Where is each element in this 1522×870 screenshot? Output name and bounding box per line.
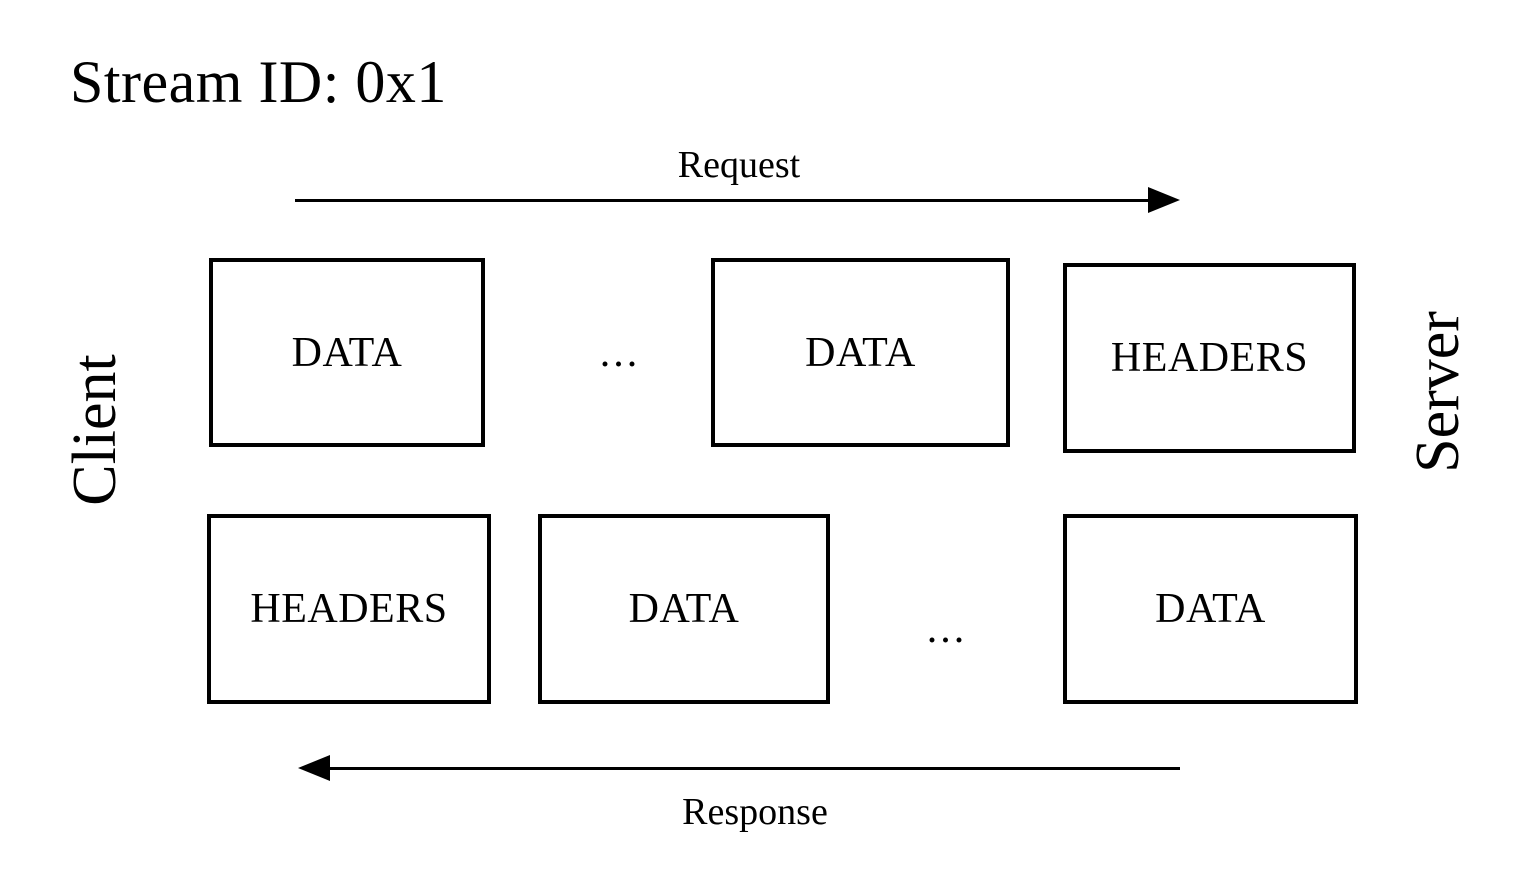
request-arrow-label: Request <box>677 144 801 186</box>
server-endpoint-label: Server <box>1404 311 1472 473</box>
frame-label: DATA <box>1155 586 1266 632</box>
frame-label: HEADERS <box>250 586 448 632</box>
arrow-right-icon <box>1148 187 1180 213</box>
frame-label: DATA <box>805 329 916 376</box>
response-arrow-line <box>328 767 1180 770</box>
frame-box-request-data-last: DATA <box>711 258 1010 447</box>
request-arrow-line <box>295 199 1150 202</box>
frame-box-request-headers: HEADERS <box>1063 263 1356 453</box>
ellipsis-response-row: ... <box>926 606 968 652</box>
frame-label: HEADERS <box>1110 335 1309 381</box>
frame-box-response-data-first: DATA <box>538 514 830 704</box>
page-title: Stream ID: 0x1 <box>70 49 447 115</box>
frame-label: DATA <box>628 586 740 632</box>
frame-box-request-data-first: DATA <box>209 258 485 447</box>
frame-box-response-data-last: DATA <box>1063 514 1358 704</box>
client-endpoint-label: Client <box>61 354 129 506</box>
frame-box-response-headers: HEADERS <box>207 514 491 704</box>
response-arrow-label: Response <box>682 791 828 833</box>
frame-label: DATA <box>291 329 403 376</box>
ellipsis-request-row: ... <box>599 330 641 376</box>
arrow-left-icon <box>298 755 330 781</box>
